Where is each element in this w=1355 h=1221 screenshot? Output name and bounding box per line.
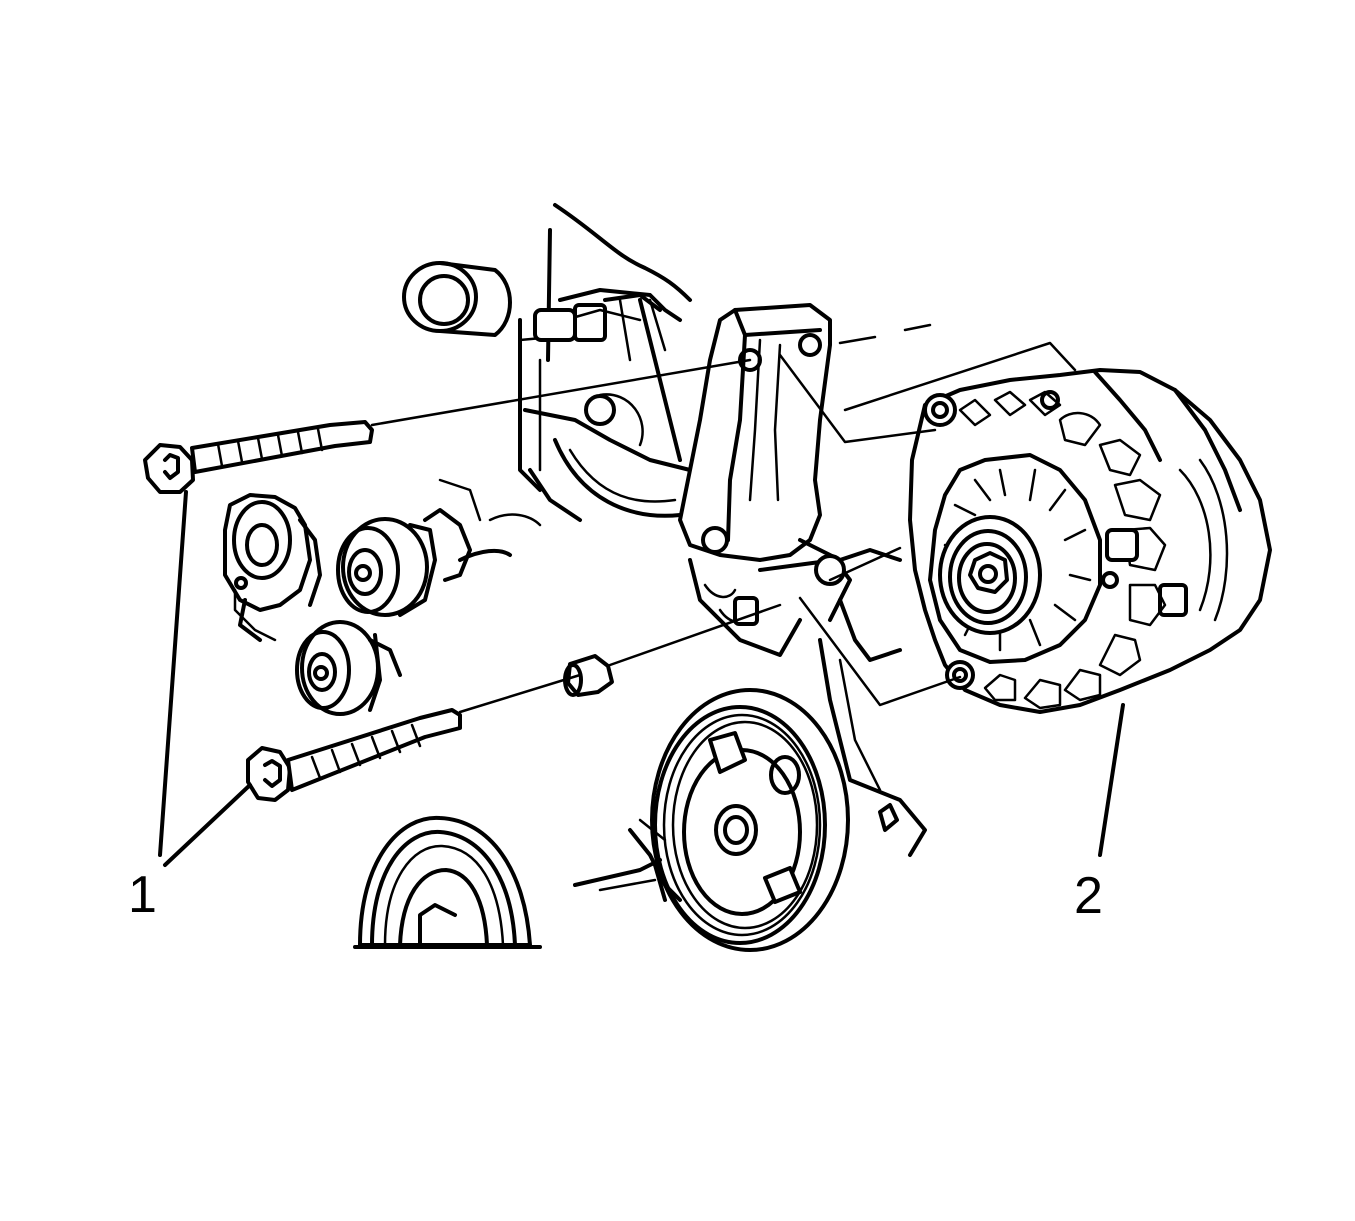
callout-2-leader	[1098, 703, 1125, 857]
coolant-pipe	[402, 261, 512, 337]
power-steering-pump-pulley	[650, 688, 899, 952]
belt-tensioner-assembly	[223, 493, 322, 642]
lower-alternator-bolt	[246, 708, 462, 802]
bolt-spacer-sleeve	[563, 654, 614, 697]
idler-pulley-lower	[295, 620, 382, 716]
bolt-alignment-lines	[370, 323, 1077, 714]
callout-1-label: 1	[128, 866, 157, 924]
lower-engine-lines	[573, 818, 682, 902]
sensor-connector	[533, 293, 662, 342]
crankshaft-balancer	[353, 815, 542, 949]
callout-2-label: 2	[1074, 867, 1103, 925]
engine-upper-housing	[518, 203, 692, 522]
idler-pulley-upper	[336, 517, 437, 617]
upper-alternator-bolt	[143, 420, 374, 494]
generator-alternator	[908, 368, 1272, 714]
engine-background-lines	[368, 478, 542, 677]
callout-1-leaders	[158, 490, 252, 867]
alternator-mounting-bracket	[678, 303, 927, 857]
